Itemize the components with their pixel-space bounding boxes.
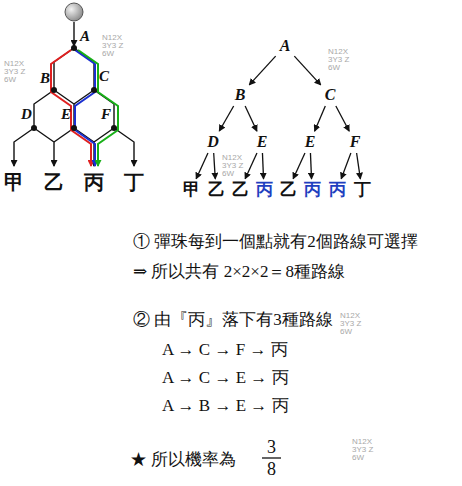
pinball-board <box>0 0 150 200</box>
point-letter: E <box>305 133 316 150</box>
point-letter: D <box>207 133 219 150</box>
tree-branch <box>294 56 320 85</box>
tree-outcome: 丙 <box>253 180 276 201</box>
tree-branch <box>196 153 208 179</box>
watermark: N12X 3Y3 Z6W <box>352 438 376 462</box>
point-letter: F <box>350 133 361 150</box>
tree-branch <box>357 153 361 179</box>
watermark: N12X 3Y3 Z6W <box>328 48 352 72</box>
point-label: E <box>61 106 71 123</box>
tree-outcome: 乙 <box>277 180 300 201</box>
board-tracks <box>14 22 134 166</box>
tree-point: D <box>204 132 222 152</box>
outcome-label: 丁 <box>124 171 144 194</box>
tree-outcome: 丙 <box>326 180 349 201</box>
watermark: N12X 3Y3 Z6W <box>102 34 126 58</box>
point-label: B <box>40 70 50 87</box>
outcome-label: 乙 <box>44 171 64 194</box>
tree-branch <box>249 56 275 85</box>
explanation-text: ② 由『丙』落下有3種路線 <box>133 310 333 330</box>
ball <box>65 3 83 21</box>
outcome-label: 乙 <box>208 180 225 199</box>
fraction-denominator: 8 <box>267 459 276 480</box>
tree-point: E <box>302 132 319 152</box>
outcome-label: 甲 <box>4 171 24 194</box>
tree-point: E <box>254 132 271 152</box>
tree-outcome: 丙 <box>301 180 324 201</box>
tree-outcome: 乙 <box>205 180 228 201</box>
tree-branch <box>245 106 257 131</box>
tree-branch <box>336 106 349 131</box>
point-letter: C <box>325 86 336 103</box>
explanation-text: ① 彈珠每到一個點就有2個路線可選擇 <box>133 232 418 252</box>
watermark: N12X 3Y3 Z6W <box>222 154 246 178</box>
point-label: F <box>101 106 111 123</box>
fraction-bar <box>262 457 281 458</box>
route-text: A → C → E → 丙 <box>162 368 289 388</box>
tree-branch <box>310 153 311 179</box>
outcome-label: 丁 <box>354 180 371 199</box>
outcome-label: 乙 <box>280 180 297 199</box>
outcome-label: 丙 <box>329 180 346 199</box>
point-label: C <box>99 68 109 85</box>
point-label: D <box>21 106 32 123</box>
tree-branch <box>262 153 263 179</box>
tree-branch <box>219 106 233 131</box>
tree-point: C <box>322 85 339 105</box>
fraction-numerator: 3 <box>267 437 276 458</box>
tree-point: B <box>232 85 249 105</box>
tree-branch <box>315 106 326 131</box>
explanation-text: ⇒ 所以共有 2×2×2＝8種路線 <box>133 262 345 282</box>
tree-point: A <box>277 36 294 56</box>
tree-outcome: 乙 <box>229 180 252 201</box>
tree-branch <box>245 153 257 179</box>
point-label: A <box>80 28 90 45</box>
conclusion-text: ★ 所以機率為 <box>130 450 236 470</box>
tree-branch <box>214 153 216 179</box>
tree-outcome: 丁 <box>351 180 374 201</box>
watermark: N12X 3Y3 Z6W <box>4 60 28 84</box>
outcome-label: 丙 <box>256 180 273 199</box>
route-text: A → B → E → 丙 <box>162 396 289 416</box>
tree-branch <box>293 153 305 179</box>
route-text: A → C → F → 丙 <box>162 340 288 360</box>
watermark: N12X 3Y3 Z6W <box>340 312 364 336</box>
outcome-label: 甲 <box>183 180 200 199</box>
outcome-label: 丙 <box>304 180 321 199</box>
tree-branch <box>341 153 351 179</box>
point-letter: B <box>235 86 246 103</box>
outcome-label: 乙 <box>232 180 249 199</box>
point-letter: A <box>280 37 291 54</box>
tree-outcome: 甲 <box>180 180 203 201</box>
point-letter: E <box>257 133 268 150</box>
tree-point: F <box>347 132 364 152</box>
outcome-label: 丙 <box>84 171 104 194</box>
highlight-paths <box>51 50 118 166</box>
